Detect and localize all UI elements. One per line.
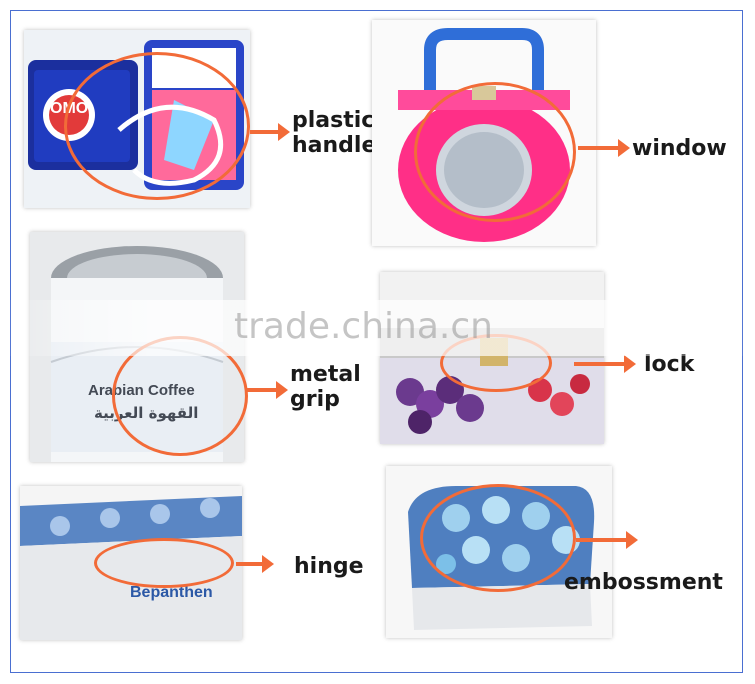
lock-label: lock xyxy=(644,352,695,377)
bepanthen-text: Bepanthen xyxy=(130,584,213,601)
plastic-handle-arrow xyxy=(250,123,290,141)
embossment-arrow xyxy=(576,531,638,549)
metal-grip-arrow xyxy=(246,381,288,399)
watermark-text: trade.china.cn xyxy=(234,306,493,347)
lock-arrow xyxy=(574,355,636,373)
window-arrow xyxy=(578,139,630,157)
embossment-highlight-ring xyxy=(420,484,576,592)
embossment-label: embossment xyxy=(564,570,723,595)
plastic-handle-label: plastic handle xyxy=(292,108,376,159)
window-highlight-ring xyxy=(414,82,576,222)
metal-grip-label: metal grip xyxy=(290,362,361,413)
hinge-arrow xyxy=(236,555,274,573)
watermark-band xyxy=(0,300,755,356)
window-label: window xyxy=(632,136,727,161)
metal-grip-label-line2: grip xyxy=(290,387,340,413)
hinge-highlight-ring xyxy=(94,538,234,588)
plastic-handle-label-line1: plastic xyxy=(292,108,375,133)
hinge-label: hinge xyxy=(294,554,364,579)
plastic-handle-label-line2: handle xyxy=(292,133,377,159)
plastic-handle-highlight-ring xyxy=(64,52,250,200)
metal-grip-label-line1: metal xyxy=(290,362,361,387)
